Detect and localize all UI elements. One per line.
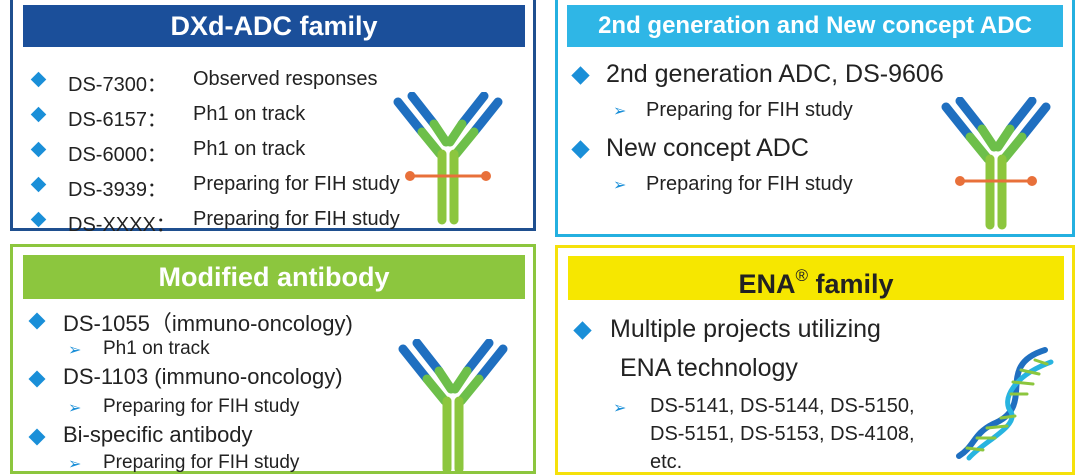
dxd-item-status: Observed responses (193, 68, 378, 90)
dxd-adc-family-panel: DXd-ADC family DS-7300： Observed respons… (10, 0, 536, 236)
ena-title-suffix: family (808, 269, 894, 299)
bullet-diamond-icon (30, 106, 47, 123)
dxd-item-code: DS-6157： (68, 109, 167, 131)
mod-item-label: DS-1103 (immuno-oncology) (63, 364, 343, 389)
adc-antibody-icon (941, 97, 1051, 230)
antibody-icon (398, 339, 508, 474)
adc-antibody-icon (393, 92, 503, 225)
ena-sub-line3: etc. (650, 451, 683, 473)
dxd-adc-family-header: DXd-ADC family (23, 5, 525, 47)
dxd-item-code: DS-7300： (68, 74, 167, 96)
ena-item-line1: Multiple projects utilizing (610, 315, 881, 343)
new-concept-adc-panel: 2nd generation and New concept ADC 2nd g… (555, 0, 1075, 237)
bullet-diamond-icon (30, 71, 47, 88)
ena-sub-line2: DS-5151, DS-5153, DS-4108, (650, 423, 915, 445)
ena-sub-line1: DS-5141, DS-5144, DS-5150, (650, 395, 915, 417)
bullet-diamond-icon (28, 428, 46, 446)
mod-item-label: DS-1055（immuno-oncology) (63, 311, 353, 336)
dxd-item-status: Ph1 on track (193, 103, 306, 125)
ena-family-panel: ENA® family Multiple projects utilizing … (555, 245, 1075, 475)
bullet-diamond-icon (571, 140, 590, 159)
modified-antibody-header: Modified antibody (23, 255, 525, 299)
arrow-bullet-icon: ➢ (68, 342, 82, 359)
new-concept-adc-header: 2nd generation and New concept ADC (567, 5, 1063, 47)
modified-antibody-panel: Modified antibody DS-1055（immuno-oncolog… (10, 244, 536, 474)
bullet-diamond-icon (30, 211, 47, 228)
dxd-item-code: DS-6000： (68, 144, 167, 166)
dxd-item-status: Preparing for FIH study (193, 173, 400, 195)
bullet-diamond-icon (571, 66, 590, 85)
arrow-bullet-icon: ➢ (613, 400, 627, 417)
arrow-bullet-icon: ➢ (613, 103, 627, 120)
bullet-diamond-icon (28, 312, 46, 330)
bullet-diamond-icon (28, 370, 46, 388)
mod-item-sub: Ph1 on track (103, 338, 210, 359)
arrow-bullet-icon: ➢ (68, 456, 82, 473)
gen-item-sub: Preparing for FIH study (646, 173, 853, 195)
arrow-bullet-icon: ➢ (613, 177, 627, 194)
bullet-diamond-icon (30, 141, 47, 158)
gen-item-sub: Preparing for FIH study (646, 99, 853, 121)
mod-item-sub: Preparing for FIH study (103, 452, 300, 473)
bullet-diamond-icon (573, 321, 592, 340)
mod-item-sub: Preparing for FIH study (103, 396, 300, 417)
gen-item-label: 2nd generation ADC, DS-9606 (606, 60, 944, 88)
gen-item-label: New concept ADC (606, 134, 809, 162)
dxd-item-code: DS-3939： (68, 179, 167, 201)
dxd-item-status: Ph1 on track (193, 138, 306, 160)
bullet-diamond-icon (30, 176, 47, 193)
dna-helix-icon (956, 347, 1054, 461)
registered-mark: ® (795, 266, 808, 285)
arrow-bullet-icon: ➢ (68, 400, 82, 417)
ena-item-line2: ENA technology (620, 354, 798, 382)
mod-item-label: Bi-specific antibody (63, 422, 253, 447)
ena-family-header: ENA® family (568, 256, 1064, 300)
dxd-item-status: Preparing for FIH study (193, 208, 400, 230)
dxd-item-code: DS-XXXX： (68, 214, 176, 236)
ena-title: ENA (738, 269, 796, 299)
